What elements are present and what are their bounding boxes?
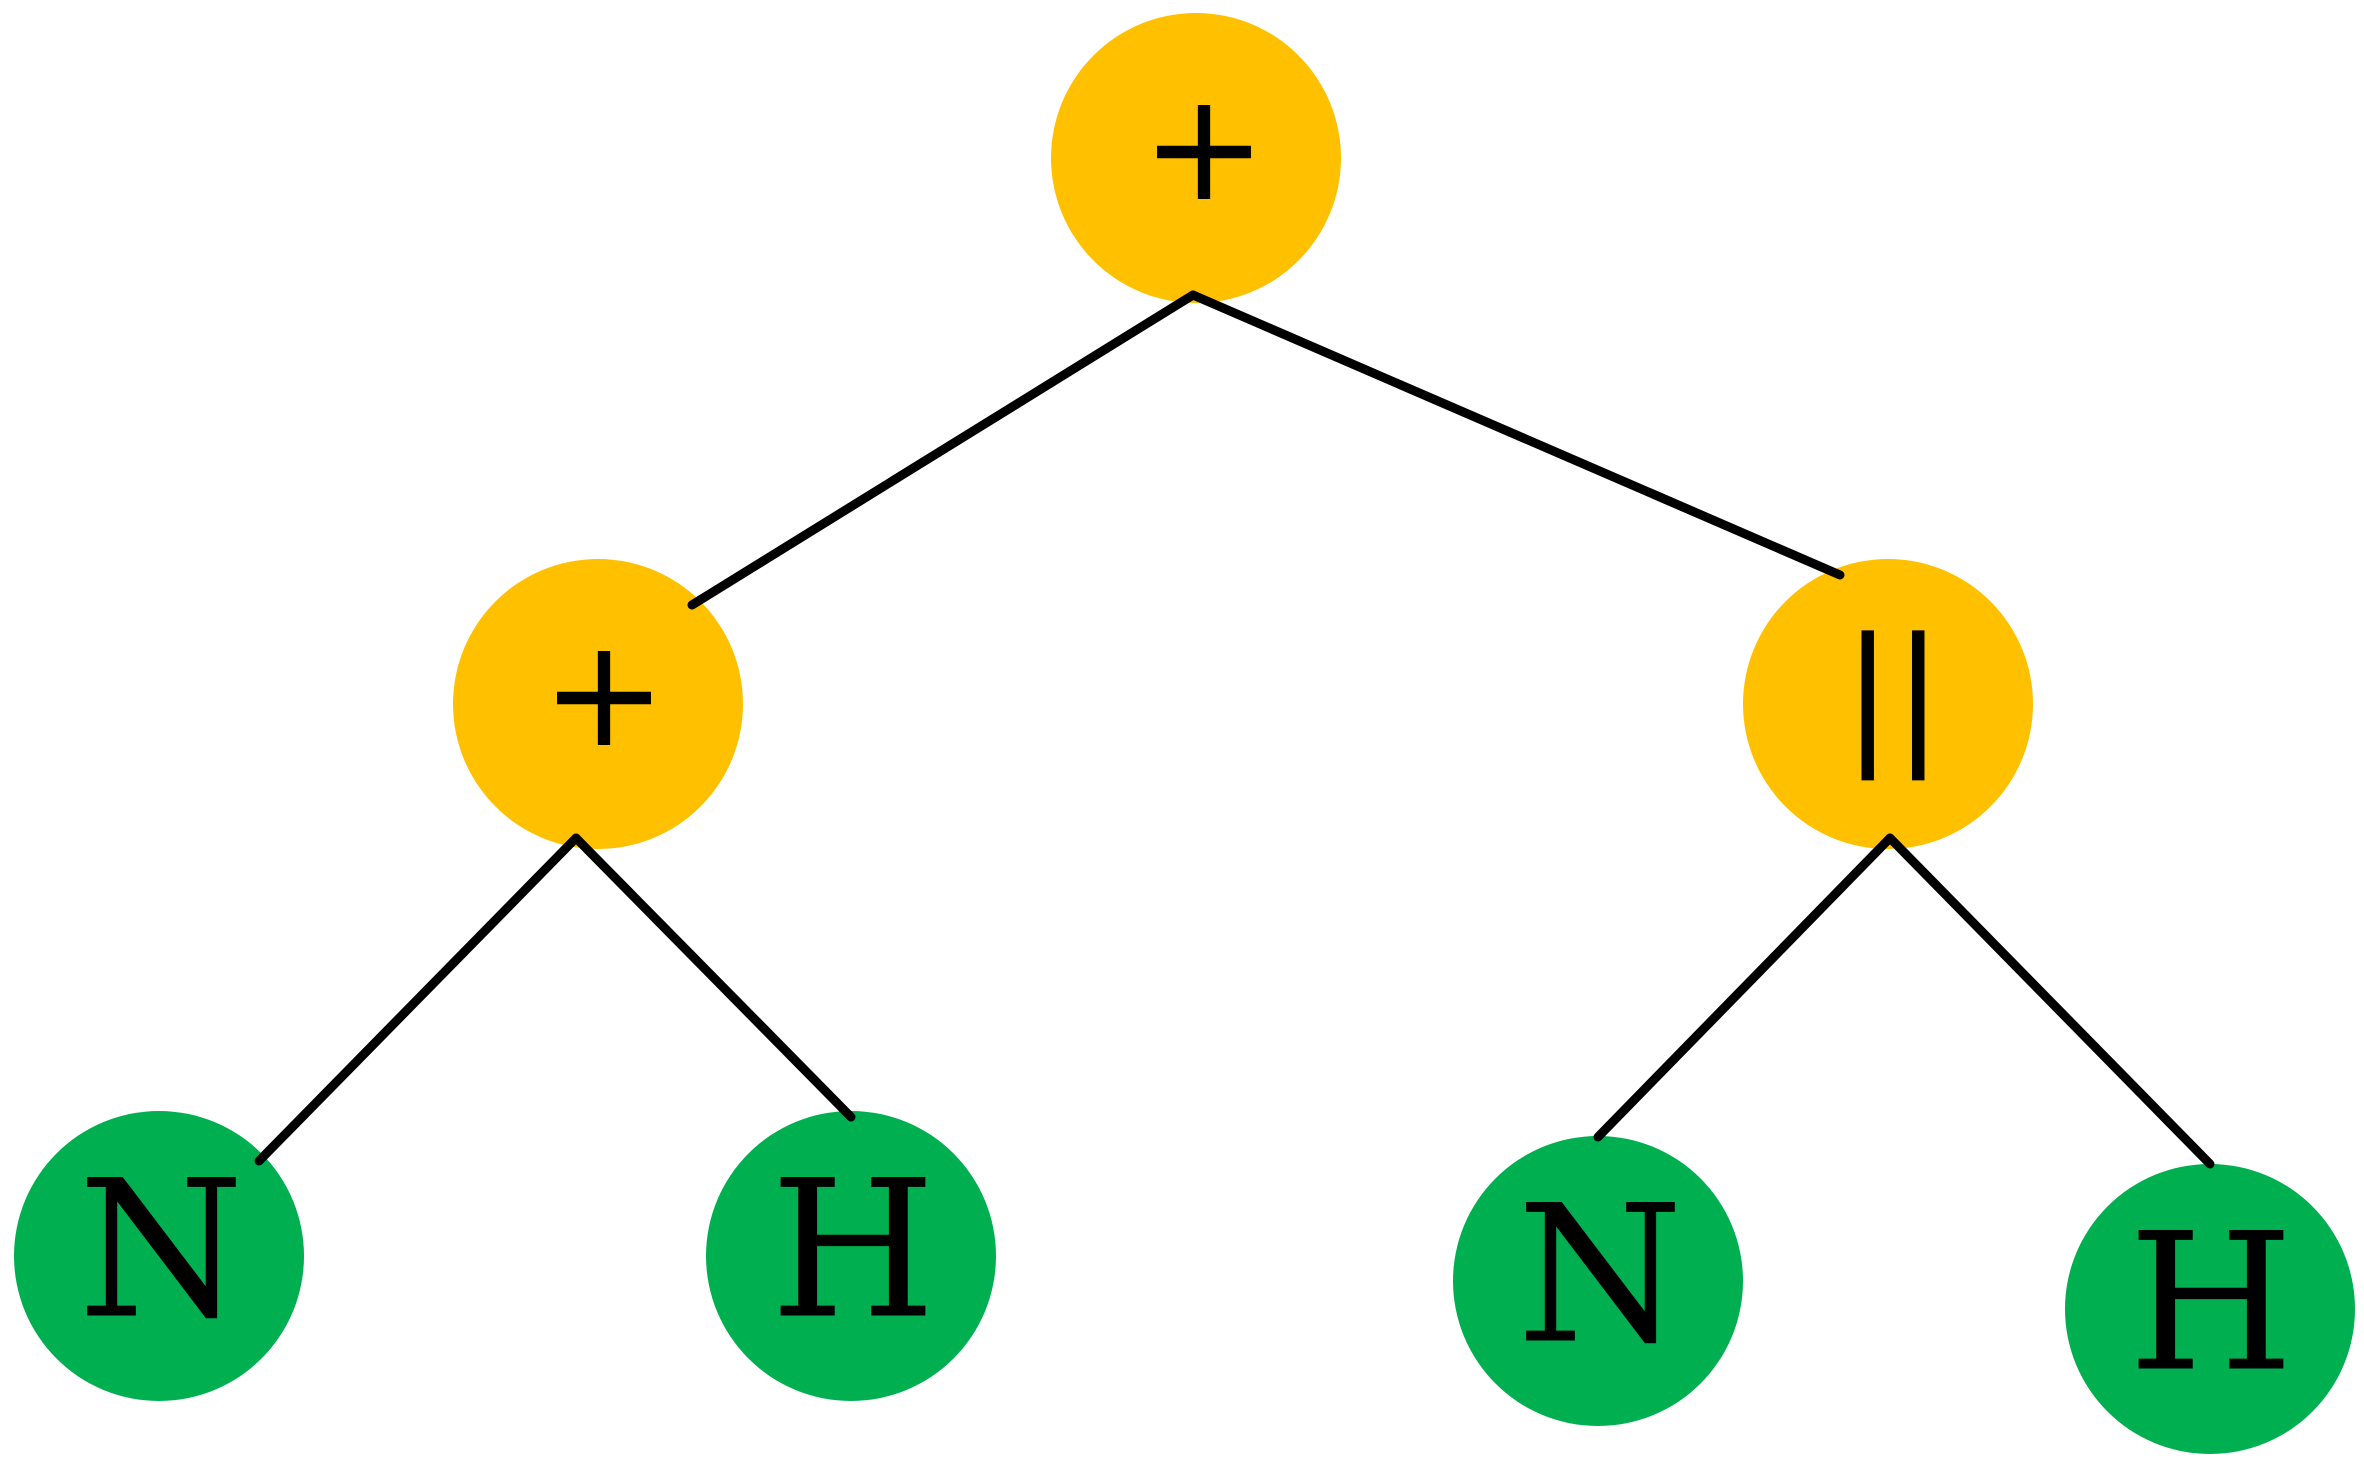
node-left-operator: + [453, 559, 743, 849]
node-right-operator-label: || [1842, 607, 1943, 781]
edge-root-left [687, 290, 1198, 610]
node-root: + [1051, 13, 1341, 303]
node-leaf-4: H [2065, 1164, 2355, 1454]
edge-root-right [1188, 290, 1845, 580]
node-leaf-2-circle [706, 1111, 996, 1401]
node-leaf-4-label: H [2128, 1193, 2294, 1414]
node-leaf-3-label: N [1517, 1165, 1683, 1386]
edge-left-leaf2 [571, 833, 856, 1122]
node-leaf-3: N [1453, 1136, 1743, 1426]
node-leaf-2: H [706, 1111, 996, 1401]
edge-right-leaf3 [1593, 833, 1895, 1142]
node-leaf-2-label: H [770, 1140, 936, 1361]
node-root-circle [1051, 13, 1341, 303]
edge-right-leaf4 [1885, 833, 2215, 1169]
node-leaf-3-circle [1453, 1136, 1743, 1426]
node-leaf-1-label: N [78, 1140, 244, 1361]
node-leaf-4-circle [2065, 1164, 2355, 1454]
node-left-operator-circle [453, 559, 743, 849]
node-leaf-1: N [14, 1111, 304, 1401]
node-right-operator: || [1743, 559, 2033, 849]
node-left-operator-label: + [541, 607, 667, 781]
node-leaf-1-circle [14, 1111, 304, 1401]
edge-left-leaf1 [254, 833, 581, 1166]
node-right-operator-circle [1743, 559, 2033, 849]
node-root-label: + [1141, 61, 1267, 235]
